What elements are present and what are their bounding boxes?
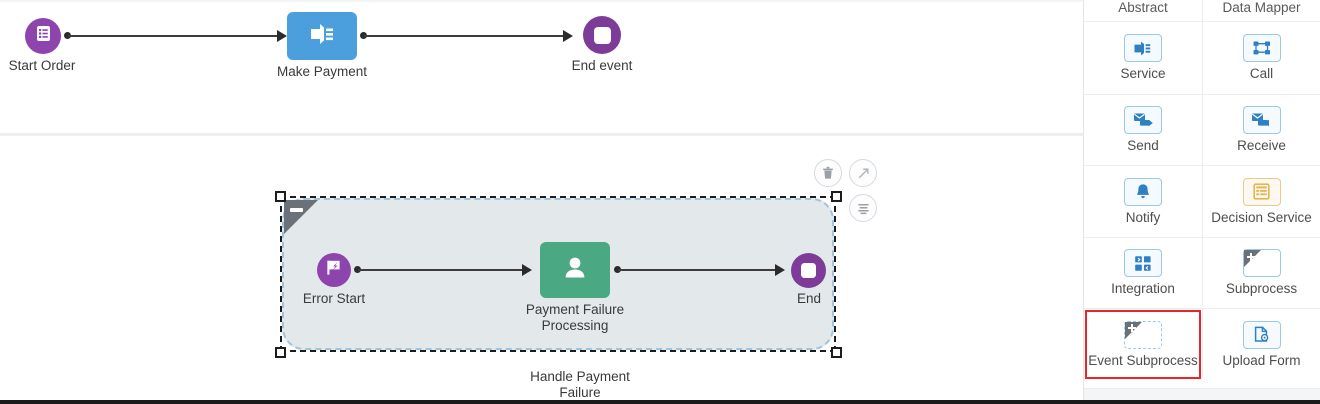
node-end-event[interactable] xyxy=(583,16,621,54)
palette-label-send: Send xyxy=(1127,138,1159,154)
palette-label-receive: Receive xyxy=(1237,138,1286,154)
connector-arrow-4 xyxy=(775,264,785,276)
palette-label-event-subprocess: Event Subprocess xyxy=(1088,352,1198,368)
collapse-minus-icon[interactable] xyxy=(290,208,303,212)
node-subprocess-end[interactable] xyxy=(791,253,826,288)
window-bottom-edge xyxy=(0,400,1320,404)
node-payment-failure-processing[interactable] xyxy=(540,242,610,298)
canvas-top-border xyxy=(0,0,1083,2)
human-task-icon xyxy=(560,253,590,288)
process-canvas[interactable]: Start Order Make Payment End event xyxy=(0,0,1083,404)
palette-row: Notify Decision Service xyxy=(1084,165,1320,237)
subprocess-handle-payment-failure[interactable]: Error Start Payment Failure Processing xyxy=(270,186,850,400)
node-label-error-start: Error Start xyxy=(302,291,366,306)
palette-header-abstract: Abstract xyxy=(1118,0,1168,15)
connector-arrow-2 xyxy=(563,30,573,42)
node-label-subprocess-end: End xyxy=(796,291,822,306)
palette-label-subprocess: Subprocess xyxy=(1225,281,1298,297)
receive-task-icon xyxy=(1242,106,1281,135)
palette-label-integration: Integration xyxy=(1111,281,1175,297)
resize-handle-sw[interactable] xyxy=(275,347,286,358)
palette-item-receive[interactable]: Receive xyxy=(1202,94,1320,165)
palette-row: Integration Subprocess xyxy=(1084,236,1320,309)
node-make-payment[interactable] xyxy=(287,12,357,60)
subprocess-selection-outline xyxy=(280,196,836,352)
upload-form-icon xyxy=(1242,320,1281,349)
event-subprocess-icon xyxy=(1124,320,1162,349)
open-arrow-icon xyxy=(858,167,869,178)
connector-source-dot-2 xyxy=(360,32,367,39)
connector-source-dot-4 xyxy=(614,266,621,273)
palette-label-decision-service: Decision Service xyxy=(1211,209,1312,225)
connector-payment-to-end[interactable] xyxy=(364,35,569,37)
subprocess-title: Handle Payment Failure xyxy=(530,369,630,400)
resize-handle-nw[interactable] xyxy=(275,191,286,202)
node-label-start-order: Start Order xyxy=(8,58,76,73)
connector-arrow-3 xyxy=(522,264,532,276)
palette-label-notify: Notify xyxy=(1125,209,1161,225)
service-task-icon xyxy=(1124,34,1162,63)
palette-header-data-mapper: Data Mapper xyxy=(1202,0,1320,21)
node-label-payment-failure-processing: Payment Failure Processing xyxy=(525,302,625,333)
node-error-start[interactable] xyxy=(317,253,351,287)
call-activity-icon xyxy=(1242,34,1281,63)
connector-source-dot xyxy=(64,32,71,39)
form-start-event-icon xyxy=(34,24,53,48)
palette-item-send[interactable]: Send xyxy=(1084,95,1202,166)
palette-item-notify[interactable]: Notify xyxy=(1084,166,1202,237)
plus-vertical xyxy=(1249,252,1252,261)
palette-row: Service Call xyxy=(1084,22,1320,94)
subprocess-fold-shape xyxy=(1243,250,1261,268)
connector-errorstart-to-task[interactable] xyxy=(358,269,528,271)
palette-item-subprocess[interactable]: Subprocess xyxy=(1202,237,1320,308)
node-label-end-event: End event xyxy=(571,58,633,73)
palette-header-row: Abstract Data Mapper xyxy=(1084,0,1320,22)
resize-handle-ne[interactable] xyxy=(831,191,842,202)
palette-item-event-subprocess[interactable]: Event Subprocess xyxy=(1084,309,1202,380)
subprocess-delete-button[interactable] xyxy=(814,159,842,187)
end-event-icon xyxy=(593,26,611,44)
subprocess-open-button[interactable] xyxy=(849,159,877,187)
send-task-icon xyxy=(1124,106,1162,135)
notify-bell-icon xyxy=(1124,177,1162,206)
plus-vertical-2 xyxy=(1131,324,1133,333)
node-start-order[interactable] xyxy=(25,18,61,54)
connector-arrow xyxy=(277,30,287,42)
palette-label-call: Call xyxy=(1249,66,1274,82)
palette-item-service[interactable]: Service xyxy=(1084,22,1202,94)
palette-row: Event Subprocess Upload Form xyxy=(1084,308,1320,380)
shapes-palette[interactable]: Abstract Data Mapper Service xyxy=(1083,0,1320,404)
connector-task-to-end[interactable] xyxy=(618,269,781,271)
trash-icon xyxy=(823,166,833,179)
subprocess-properties-button[interactable] xyxy=(849,194,877,222)
connector-start-to-payment[interactable] xyxy=(68,35,284,37)
error-start-event-icon xyxy=(325,258,344,282)
service-task-icon xyxy=(307,22,337,51)
palette-label-service: Service xyxy=(1120,66,1166,82)
subprocess-corner-fold-icon xyxy=(284,200,318,234)
resize-handle-se[interactable] xyxy=(831,347,842,358)
integration-icon xyxy=(1124,249,1162,278)
event-subprocess-fold-shape xyxy=(1125,321,1142,339)
palette-item-integration[interactable]: Integration xyxy=(1084,238,1202,309)
end-event-icon-2 xyxy=(801,263,816,278)
menu-list-icon xyxy=(857,203,869,214)
decision-table-icon xyxy=(1242,177,1281,206)
lane-divider xyxy=(0,133,1083,136)
palette-item-call[interactable]: Call xyxy=(1202,22,1320,94)
node-label-make-payment: Make Payment xyxy=(276,64,368,79)
palette-label-upload-form: Upload Form xyxy=(1222,352,1301,368)
palette-row: Send Receive xyxy=(1084,93,1320,166)
subprocess-icon xyxy=(1242,249,1281,278)
palette-item-decision-service[interactable]: Decision Service xyxy=(1202,166,1320,237)
palette-item-upload-form[interactable]: Upload Form xyxy=(1202,309,1320,380)
connector-source-dot-3 xyxy=(354,266,361,273)
